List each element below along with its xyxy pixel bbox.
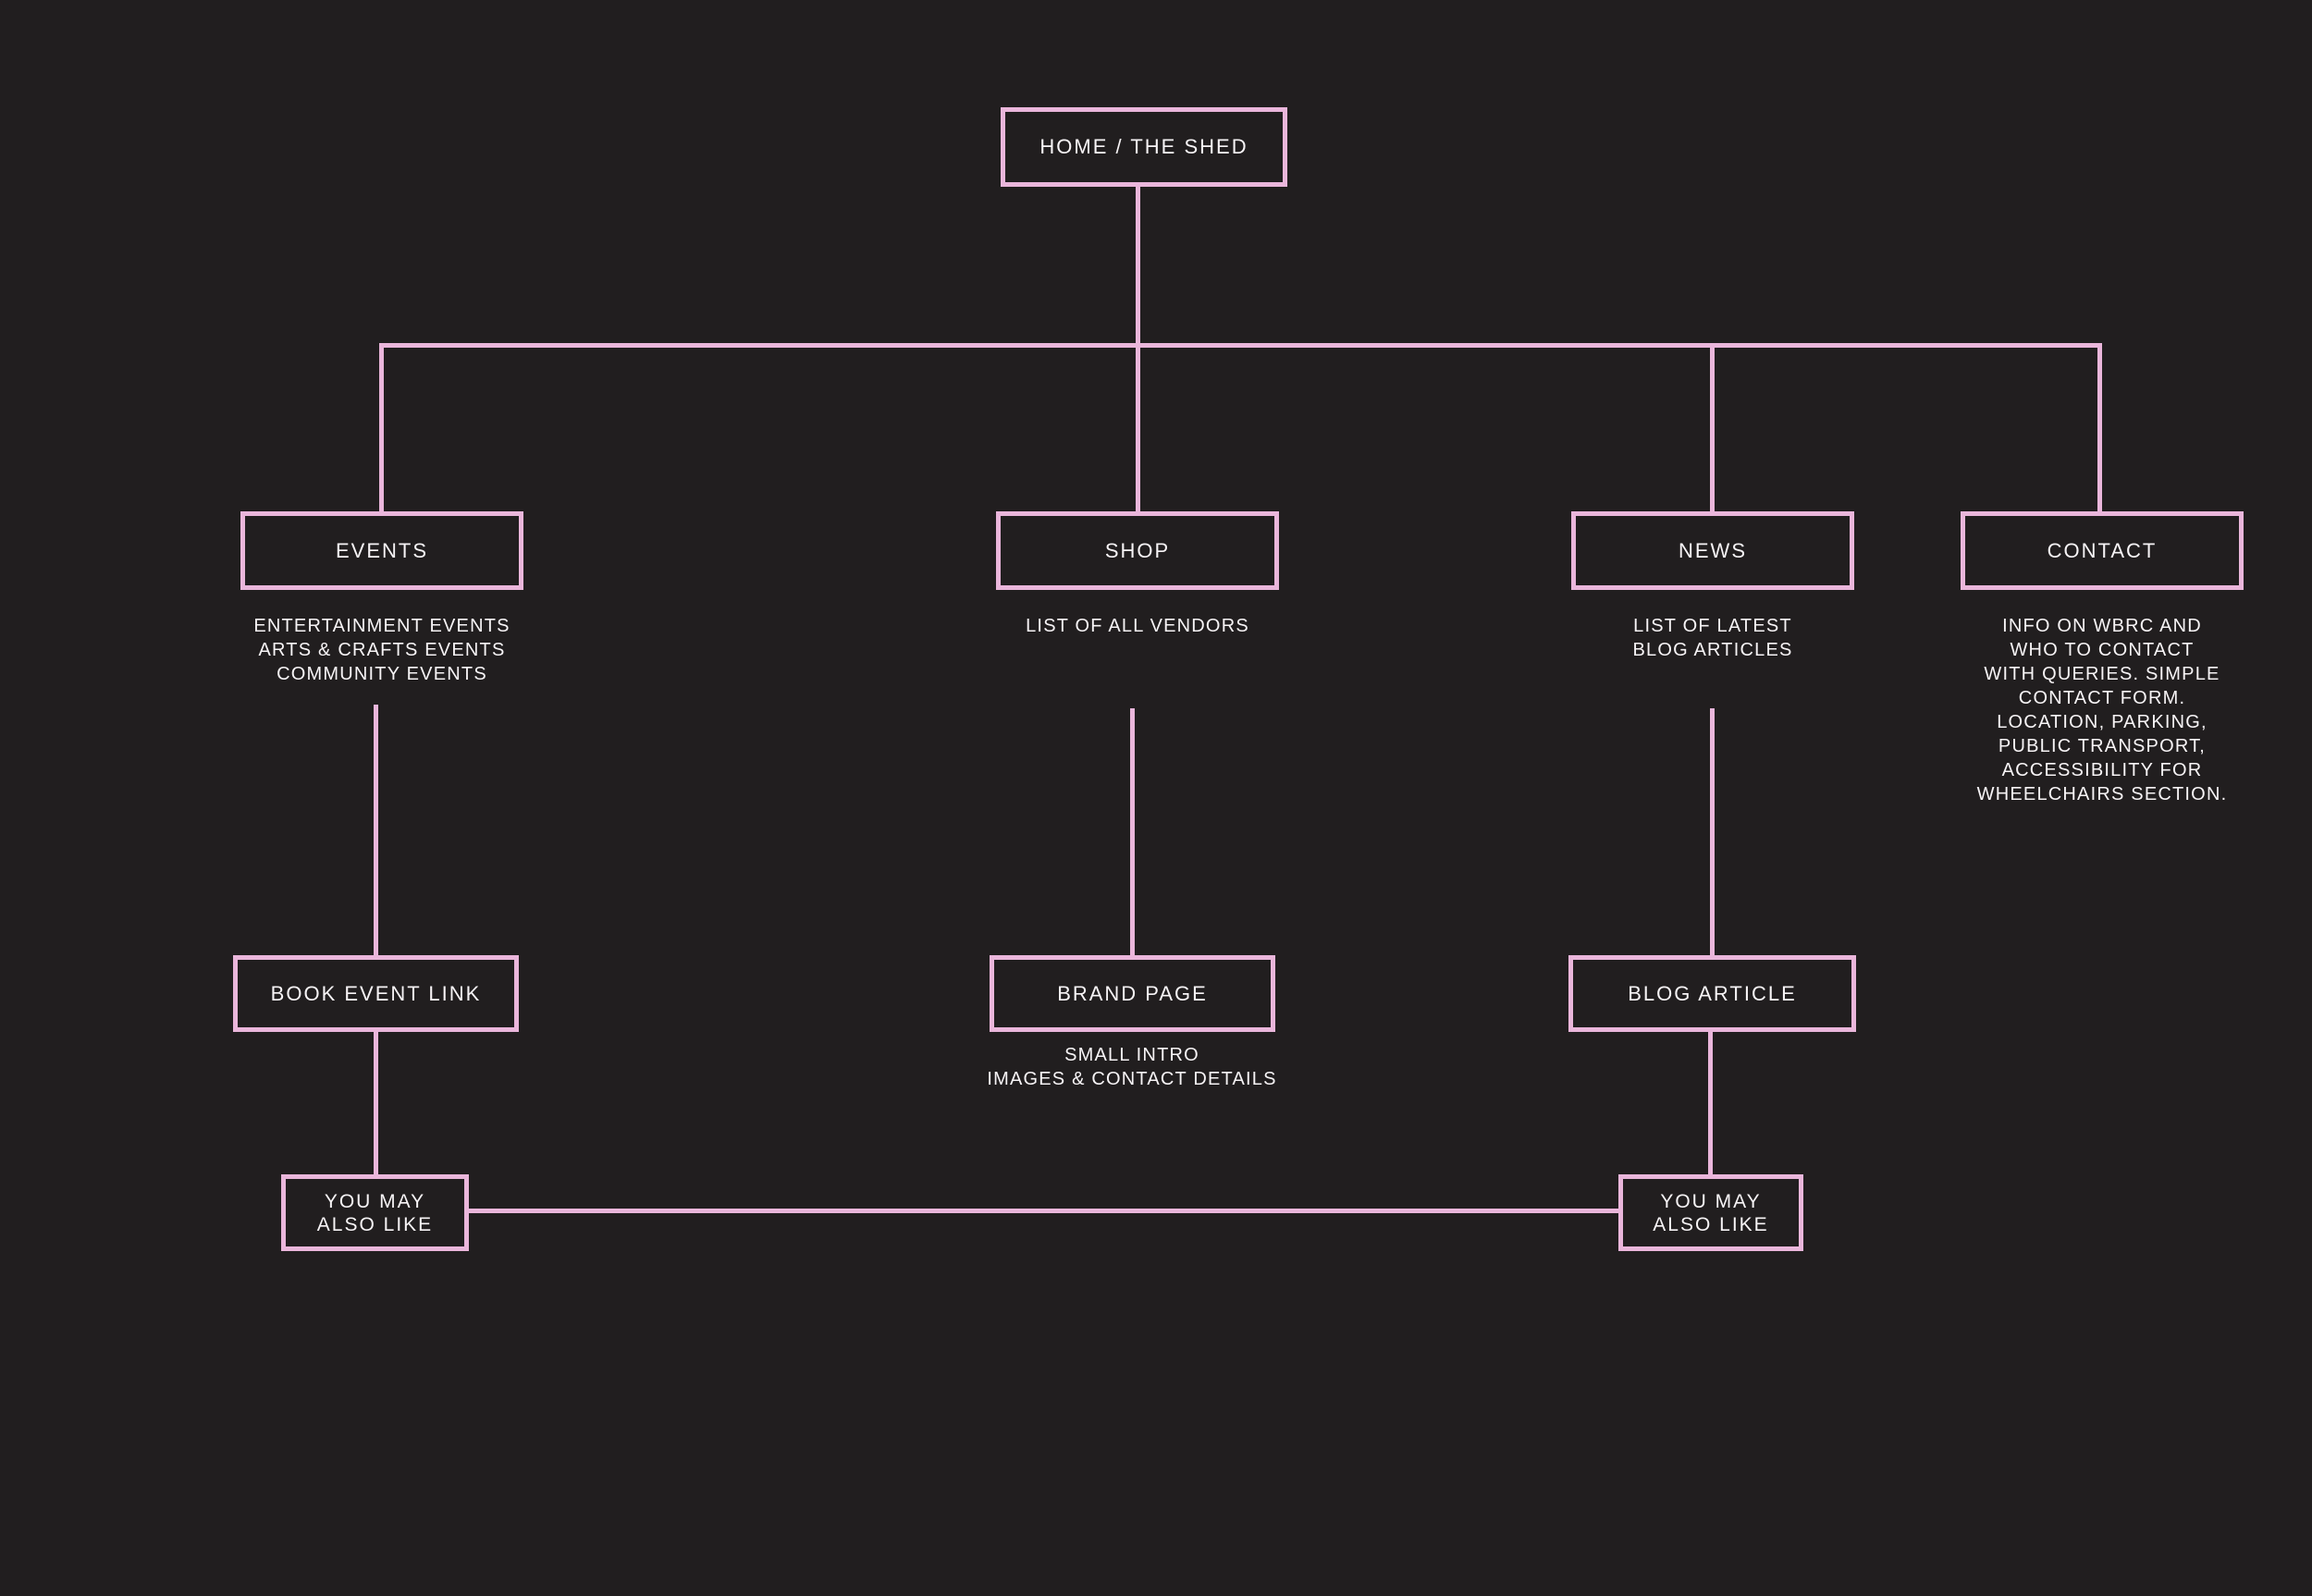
connector-bookevent-ymal: [374, 1032, 378, 1174]
note-events: ENTERTAINMENT EVENTS ARTS & CRAFTS EVENT…: [253, 616, 510, 684]
node-book-event-link: BOOK EVENT LINK: [233, 955, 519, 1032]
connector-blogarticle-ymal: [1708, 1032, 1713, 1174]
connector-drop-shop: [1136, 343, 1140, 511]
node-you-may-also-like-left-label: YOU MAY ALSO LIKE: [316, 1190, 434, 1235]
node-shop: SHOP: [996, 511, 1279, 590]
node-you-may-also-like-left: YOU MAY ALSO LIKE: [281, 1174, 469, 1251]
note-contact: INFO ON WBRC AND WHO TO CONTACT WITH QUE…: [1976, 616, 2228, 804]
node-book-event-link-label: BOOK EVENT LINK: [270, 981, 482, 1005]
note-brand-page: SMALL INTRO IMAGES & CONTACT DETAILS: [987, 1045, 1277, 1089]
node-home: HOME / THE SHED: [1001, 107, 1287, 187]
node-blog-article: BLOG ARTICLE: [1568, 955, 1856, 1032]
connector-home-trunk: [1136, 185, 1140, 348]
node-blog-article-label: BLOG ARTICLE: [1628, 981, 1797, 1005]
note-news: LIST OF LATEST BLOG ARTICLES: [1632, 616, 1793, 660]
node-contact-label: CONTACT: [2047, 538, 2158, 562]
node-events-label: EVENTS: [335, 538, 429, 562]
node-shop-label: SHOP: [1104, 538, 1171, 562]
connector-drop-contact: [2097, 343, 2102, 511]
node-brand-page-label: BRAND PAGE: [1057, 981, 1208, 1005]
note-shop: LIST OF ALL VENDORS: [1026, 616, 1249, 636]
node-contact: CONTACT: [1961, 511, 2244, 590]
node-home-label: HOME / THE SHED: [1039, 135, 1248, 158]
node-news-label: NEWS: [1679, 538, 1747, 562]
connector-shop-brandpage: [1130, 708, 1135, 955]
node-you-may-also-like-right-label: YOU MAY ALSO LIKE: [1653, 1190, 1769, 1235]
node-events: EVENTS: [240, 511, 523, 590]
connector-ymal-horizontal: [469, 1209, 1618, 1213]
connector-drop-events: [379, 343, 384, 511]
connector-branch-horizontal: [379, 343, 2102, 348]
node-you-may-also-like-right: YOU MAY ALSO LIKE: [1618, 1174, 1803, 1251]
node-news: NEWS: [1571, 511, 1854, 590]
connector-events-bookevent: [374, 705, 378, 955]
connector-news-blogarticle: [1710, 708, 1715, 955]
connector-drop-news: [1710, 343, 1715, 511]
node-brand-page: BRAND PAGE: [990, 955, 1275, 1032]
